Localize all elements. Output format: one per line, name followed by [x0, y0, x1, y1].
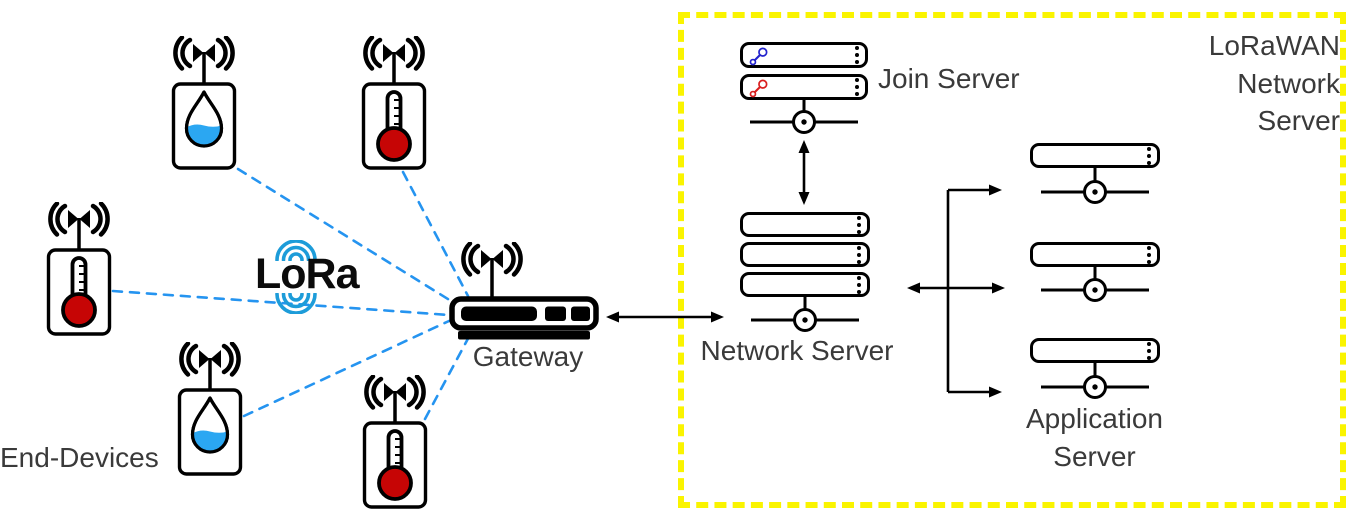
application-server-label: Application Server — [1026, 403, 1163, 472]
network-server-node-1 — [740, 212, 870, 237]
thermometer-icon — [376, 90, 412, 162]
data-flow-arrows — [606, 140, 1005, 398]
network-server-node-2 — [740, 242, 870, 267]
arrow-gateway-networkserver — [606, 311, 724, 323]
server-dots — [855, 46, 859, 64]
lora-radio-waves-bottom-icon — [275, 293, 317, 314]
join-server-hub-icon — [750, 100, 858, 134]
antenna-icon — [364, 375, 426, 425]
server-dots — [1147, 245, 1151, 264]
end-device-thermometer-1 — [361, 36, 427, 170]
server-dots — [857, 245, 861, 264]
gateway-label: Gateway — [472, 341, 584, 372]
lora-radio-links — [111, 167, 473, 421]
blue-key-icon — [749, 47, 768, 66]
lorawan-network-server-label: LoRaWAN Network Server — [1208, 30, 1340, 137]
end-devices-label: End-Devices — [0, 442, 159, 473]
server-dots — [1147, 146, 1151, 165]
join-server-label: Join Server — [878, 63, 1020, 94]
link-thermo2-gateway — [111, 289, 451, 317]
app-server-hub-icon-1 — [1041, 168, 1149, 204]
server-dots — [857, 275, 861, 294]
server-dots — [855, 78, 859, 96]
application-server-node-3 — [1030, 338, 1160, 363]
app-server-hub-icon-2 — [1041, 267, 1149, 302]
end-device-thermometer-3 — [362, 375, 428, 509]
antenna-icon — [179, 342, 241, 392]
end-device-water-sensor-2 — [177, 342, 243, 476]
antenna-icon — [363, 36, 425, 86]
antenna-icon — [173, 36, 235, 86]
join-server-node-2 — [740, 74, 868, 100]
end-device-water-sensor-1 — [171, 36, 237, 170]
water-drop-icon — [190, 396, 230, 454]
lora-radio-waves-top-icon — [275, 240, 317, 261]
thermometer-icon — [377, 429, 413, 501]
antenna-icon — [48, 202, 110, 252]
arrow-networkserver-appservers — [907, 184, 1005, 398]
arrow-joinserver-networkserver — [798, 140, 810, 205]
water-drop-icon — [184, 90, 224, 148]
server-dots — [1147, 341, 1151, 360]
application-server-node-2 — [1030, 242, 1160, 267]
link-thermo1-gateway — [401, 170, 470, 298]
end-device-thermometer-2 — [46, 202, 112, 336]
thermometer-icon — [61, 256, 97, 328]
gateway-router-icon — [449, 242, 599, 340]
link-waterdrop1-gateway — [236, 167, 458, 306]
link-thermo3-gateway — [423, 331, 473, 421]
antenna-icon — [461, 242, 523, 300]
network-server-hub-icon — [751, 297, 859, 332]
lora-logo-text: LoRa — [255, 250, 359, 298]
link-waterdrop2-gateway — [242, 319, 451, 418]
red-key-icon — [749, 79, 768, 98]
join-server-node-1 — [740, 42, 868, 68]
lorawan-network-server-boundary — [678, 12, 1346, 508]
network-hub-icons — [750, 100, 1149, 399]
server-dots — [857, 215, 861, 234]
network-server-label: Network Server — [700, 335, 894, 366]
network-server-node-3 — [740, 272, 870, 297]
app-server-hub-icon-3 — [1041, 363, 1149, 399]
application-server-node-1 — [1030, 143, 1160, 168]
gateway-base — [458, 331, 590, 340]
